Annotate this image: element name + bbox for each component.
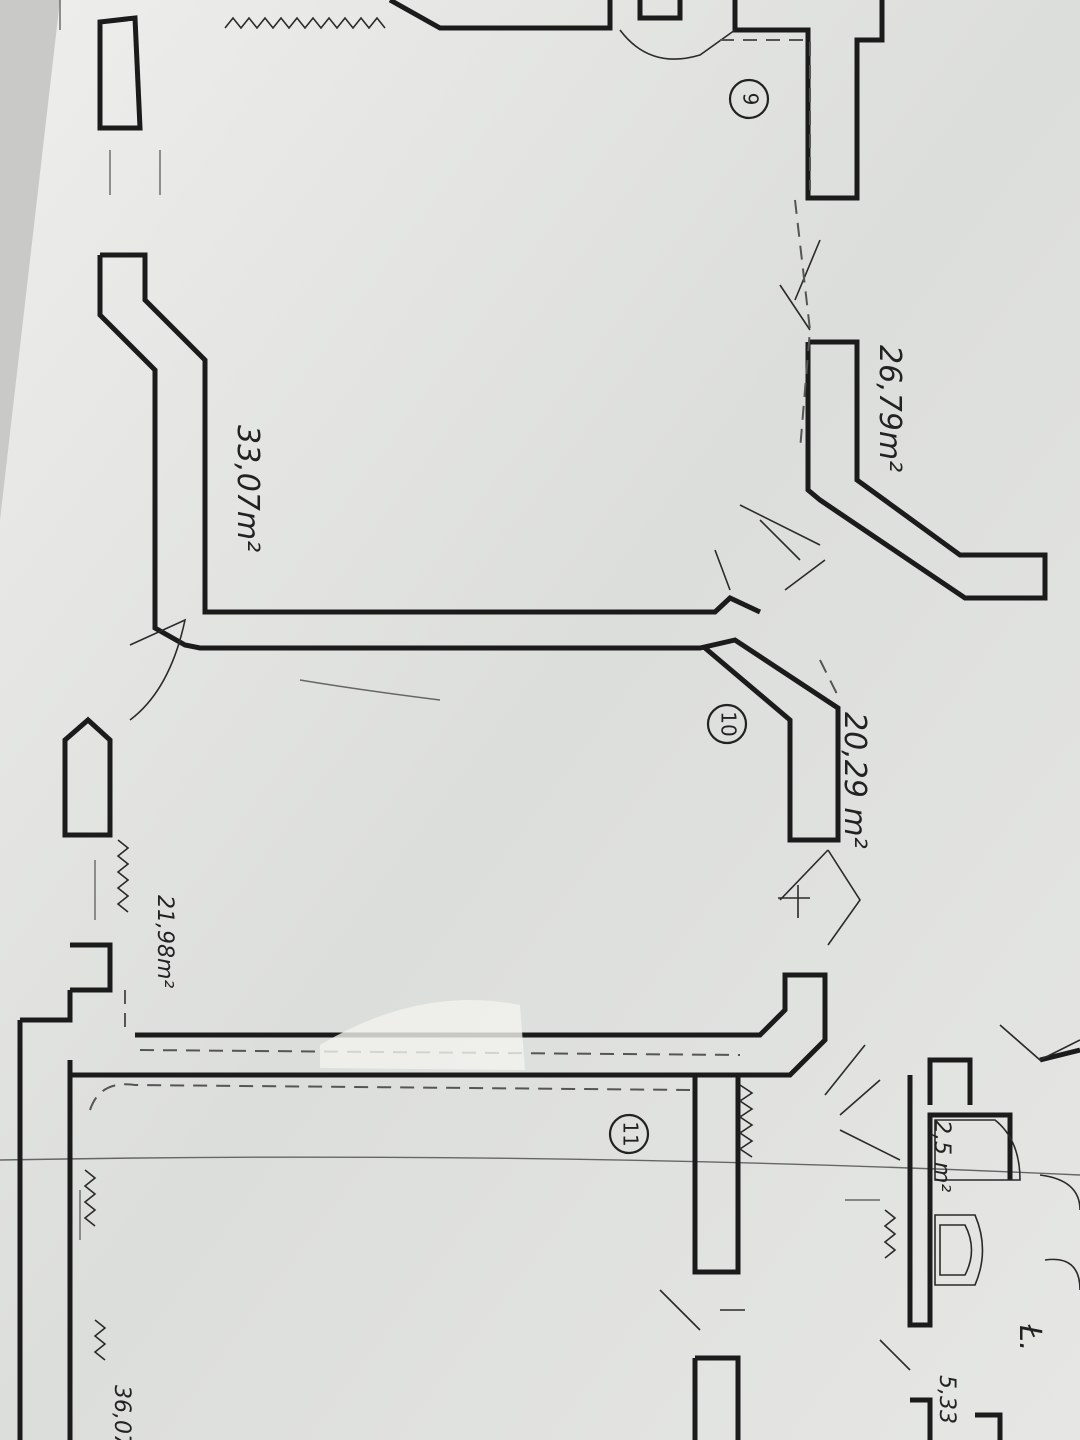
bathroom-letter-marker: Ł. [1012,1324,1047,1351]
room-9-walls [388,0,1048,601]
door-swings [129,239,911,1371]
room-bottom-area-label: 36,07 [109,1385,134,1440]
hall-area-label: 33,07m² [230,425,265,552]
room-10-area-label: 20,29 m² [837,712,872,849]
corridor-area-label: 21,98m² [152,895,177,988]
room-10-number: 10 [717,711,741,736]
paper-fold-line [0,1156,1080,1176]
room-9-marker: 9 [728,78,770,120]
correction-fluid-patch [320,1000,525,1070]
paper-shadow-corner [0,0,60,520]
room-11-number: 11 [619,1121,643,1146]
radiator-top [224,16,386,30]
bathroom-walls [907,1024,1080,1440]
room-9-area-label: 26,79m² [872,345,907,472]
central-walls [17,15,841,1440]
room-10-marker: 10 [706,703,748,745]
room-9-number: 9 [739,93,763,106]
radiators [83,839,897,1361]
room-11-marker: 11 [608,1113,650,1155]
bathroom-area-label: 2,5 m² [929,1120,954,1192]
toilet-area-label: 5,33 [934,1375,959,1424]
